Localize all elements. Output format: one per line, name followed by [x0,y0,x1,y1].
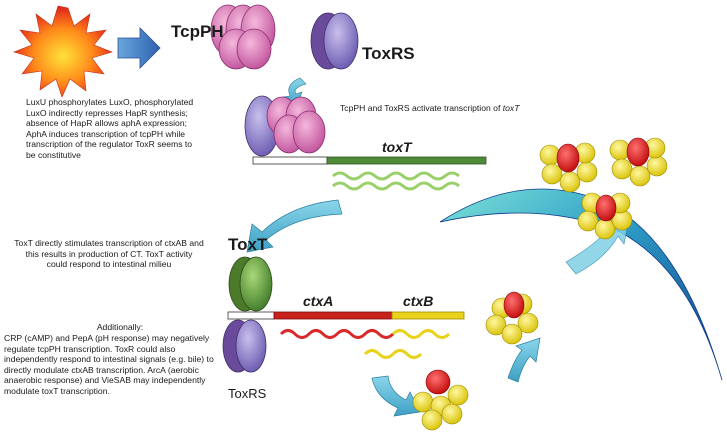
caption-luxu-line: AphA induces transcription of tcpPH whil… [26,128,186,139]
caption-activate-gene: toxT [502,103,520,113]
ct-holotoxin-middle [577,192,633,240]
toxt-mrna [332,171,460,191]
assembly-arrow [507,337,541,383]
toxrs-protein-bottom [222,319,267,373]
caption-additionally-line: independently respond to intestinal sign… [4,354,214,365]
label-ctxb: ctxB [403,293,434,309]
ct-holotoxin-top-left [539,142,598,193]
caption-toxt-line: this results in production of CT. ToxT a… [25,248,193,259]
caption-toxt-line: could respond to intestinal milieu [46,259,172,270]
caption-additionally-line: directly modulate ctxAB transcription. A… [4,364,199,375]
tcpph-protein-top [210,4,276,70]
caption-luxu-line: transcription of the regulator ToxR seem… [26,139,193,150]
translation-arrow-toxt [246,199,343,253]
ctxb-mrna [363,329,451,359]
ct-holotoxin-top-right [609,137,668,187]
caption-luxu: LuxU phosphorylates LuxO, phosphorylated… [26,97,226,161]
caption-additionally-line: regulate tcpPH transcription. ToxR could… [4,343,176,354]
caption-additionally-line: anaerobic response) and VieSAB may indep… [4,375,206,386]
tcp-pilus [439,188,723,381]
caption-activate: TcpPH and ToxRS activate transcription o… [340,103,519,114]
environmental-signal-icon [13,5,113,98]
ctxab-gene-bar [227,311,465,320]
caption-additionally-title: Additionally: [96,322,144,332]
toxrs-protein-top [310,12,359,70]
caption-toxt-direct: ToxT directly stimulates transcription o… [4,238,214,270]
caption-luxu-line: be constitutive [26,149,81,160]
label-toxt-protein: ToxT [228,235,268,254]
signal-arrow [117,27,161,69]
label-toxt-gene: toxT [382,139,412,155]
label-toxrs-top: ToxRS [362,44,415,63]
label-toxrs-bottom: ToxRS [228,386,267,401]
caption-toxt-line: ToxT directly stimulates transcription o… [14,238,204,248]
label-ctxa: ctxA [303,293,334,309]
caption-luxu-line: absence of HapR allows aphA expression; [26,118,187,129]
ctxa-mrna [279,329,395,339]
caption-luxu-line: LuxU phosphorylates LuxO, phosphorylated [26,97,194,107]
caption-luxu-line: LuxO indirectly represses HapR synthesis… [26,107,188,118]
toxt-protein [228,256,273,312]
ct-subunits-bottom [412,369,469,431]
caption-additionally-line: CRP (cAMP) and PepA (pH response) may ne… [4,333,210,343]
translation-arrow-ct [371,375,421,417]
caption-additionally: CRP (cAMP) and PepA (pH response) may ne… [4,333,224,397]
promoter-complex-toxt [244,95,326,157]
ct-holotoxin-mid [485,291,539,345]
caption-additionally-line: modulate toxT transcription. [4,385,110,396]
caption-activate-text: TcpPH and ToxRS activate transcription o… [340,103,503,113]
label-tcpph: TcpPH [171,22,224,41]
toxt-gene-bar [252,156,487,165]
